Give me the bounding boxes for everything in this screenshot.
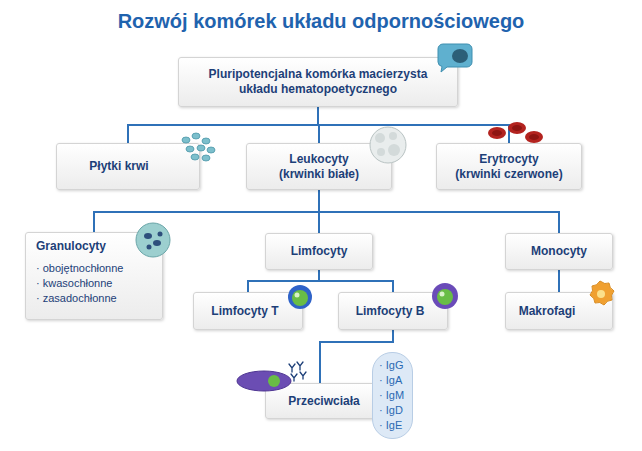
red-cell-center	[529, 134, 539, 140]
plasma-cell	[237, 371, 291, 391]
cell-nucleus	[292, 290, 308, 306]
erythrocyte-icon	[488, 122, 543, 143]
macrophage-icon	[590, 281, 614, 305]
tree-connector	[318, 190, 320, 233]
tree-connector	[128, 107, 318, 143]
list-item: · zasadochłonne	[36, 291, 117, 306]
cell-granule	[144, 233, 152, 239]
tree-connector	[318, 107, 509, 143]
platelet	[182, 137, 190, 143]
cell-granule	[153, 240, 161, 246]
cell-granule	[147, 245, 152, 250]
cell-body	[438, 44, 472, 72]
platelet	[202, 155, 210, 161]
antibody-symbol	[300, 372, 306, 379]
stem-cell-icon	[438, 44, 472, 72]
box-label: Limfocyty	[291, 244, 348, 259]
cell-type-box: Erytrocyty(krwinki czerwone)	[436, 143, 582, 190]
list-item: · kwasochłonne	[36, 276, 112, 291]
cell-type-box: Limfocyty T	[193, 292, 303, 330]
cell-type-box: Leukocyty(krwinki białe)	[246, 143, 392, 190]
cell-highlight	[440, 292, 445, 297]
platelet	[197, 145, 205, 151]
cell-granule	[389, 132, 397, 140]
red-cell-center	[492, 130, 502, 136]
antibody-symbol	[289, 364, 295, 372]
list-item: · IgD	[379, 403, 403, 418]
cell-body	[136, 223, 170, 257]
red-cell	[488, 127, 506, 139]
cell-type-box: Limfocyty	[265, 233, 373, 270]
platelet-icon	[182, 133, 215, 161]
cell-granule	[388, 144, 400, 156]
platelet	[186, 146, 194, 152]
list-item: · IgM	[379, 388, 404, 403]
box-label: Przeciwciała	[288, 394, 359, 409]
antibody-icon	[237, 362, 306, 391]
box-label: Leukocyty	[289, 152, 348, 167]
cell-type-box: Monocyty	[505, 233, 613, 270]
box-label: Limfocyty T	[211, 304, 278, 319]
granulocyte-icon	[136, 223, 170, 257]
cell-body	[370, 127, 406, 163]
platelet	[191, 154, 199, 160]
antibody-symbol	[291, 374, 297, 381]
tree-connector	[319, 270, 393, 292]
stem-cell-box: Pluripotencjalna komórka macierzysta ukł…	[178, 57, 458, 107]
box-label: Pluripotencjalna komórka macierzysta ukł…	[191, 67, 445, 97]
cell-nucleus	[597, 290, 605, 298]
tree-connector	[94, 190, 319, 232]
t-lymphocyte-icon	[288, 285, 312, 309]
immunoglobulin-list: · IgG· IgA· IgM· IgD· IgE	[372, 352, 413, 439]
box-label: Limfocyty B	[356, 304, 425, 319]
cell-granule	[377, 148, 385, 156]
b-lymphocyte-icon	[432, 283, 458, 309]
list-item: · IgA	[379, 373, 402, 388]
cell-nucleus	[452, 49, 468, 63]
cell-type-box: Limfocyty B	[338, 292, 448, 330]
box-label: (krwinki białe)	[279, 167, 359, 182]
cell-type-box: Makrofagi	[505, 292, 613, 330]
list-item: · IgG	[379, 358, 403, 373]
box-heading: Granulocyty	[36, 239, 106, 254]
red-cell-center	[512, 125, 522, 131]
tree-connector	[248, 270, 319, 292]
cell-nucleus	[437, 289, 453, 305]
cell-nucleus	[268, 375, 280, 387]
cell-type-box: Granulocyty · obojętnochłonne· kwasochłon…	[25, 232, 163, 320]
red-cell	[508, 122, 526, 134]
tree-connector	[319, 190, 559, 233]
antibody-box: Przeciwciała	[265, 383, 375, 419]
box-label: Monocyty	[531, 244, 587, 259]
box-label: Płytki krwi	[89, 159, 148, 174]
tree-connector	[558, 270, 560, 292]
platelet	[207, 147, 215, 153]
platelet	[202, 138, 210, 144]
red-cell	[525, 131, 543, 143]
box-label: (krwinki czerwone)	[455, 167, 562, 182]
cell-granule	[375, 133, 385, 143]
tree-connector	[318, 107, 319, 143]
leukocyte-icon	[370, 127, 406, 163]
cell-highlight	[295, 293, 300, 298]
list-item: · IgE	[379, 418, 402, 433]
list-item: · obojętnochłonne	[36, 261, 123, 276]
cell-body	[288, 285, 312, 309]
cell-body	[432, 283, 458, 309]
box-label: Erytrocyty	[479, 152, 538, 167]
cell-body	[590, 281, 614, 305]
platelet	[192, 133, 200, 139]
diagram-title: Rozwój komórek układu odpornościowego	[0, 8, 642, 34]
cell-granule	[158, 232, 163, 237]
antibody-symbol	[297, 362, 303, 370]
cell-type-box: Płytki krwi	[56, 143, 200, 190]
box-label: Makrofagi	[519, 304, 576, 319]
